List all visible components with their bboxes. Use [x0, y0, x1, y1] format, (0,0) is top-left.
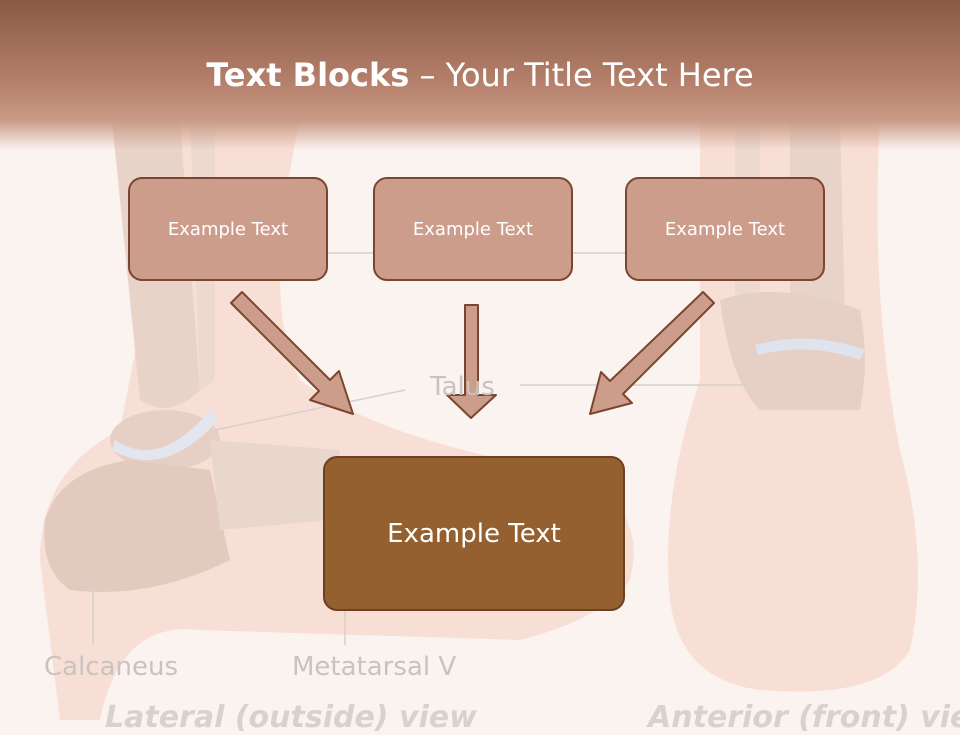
title-banner — [0, 0, 960, 150]
calcaneus-bone — [44, 460, 231, 592]
cartilage — [755, 338, 865, 360]
label-calcaneus: Calcaneus — [44, 652, 179, 682]
slide-title[interactable]: Text Blocks – Your Title Text Here — [0, 52, 960, 98]
arrow-right — [589, 291, 715, 415]
text-block-2[interactable]: Example Text — [373, 177, 573, 281]
title-separator: – — [409, 56, 446, 94]
title-bold: Text Blocks — [206, 56, 410, 94]
cartilage-left — [112, 410, 218, 460]
tarsal-bones — [210, 440, 340, 530]
center-text-block[interactable]: Example Text — [323, 456, 625, 611]
label-lateral-view: Lateral (outside) view — [105, 700, 477, 735]
talus-line-left — [214, 389, 406, 431]
label-talus: Talus — [430, 372, 495, 402]
arrow-left — [230, 291, 354, 415]
arrow-middle — [446, 304, 497, 419]
title-rest: Your Title Text Here — [445, 56, 754, 94]
label-metatarsal: Metatarsal V — [292, 652, 457, 682]
text-block-1[interactable]: Example Text — [128, 177, 328, 281]
text-block-3[interactable]: Example Text — [625, 177, 825, 281]
label-anterior-view: Anterior (front) view — [648, 700, 960, 735]
right-ankle-bones — [720, 292, 865, 410]
